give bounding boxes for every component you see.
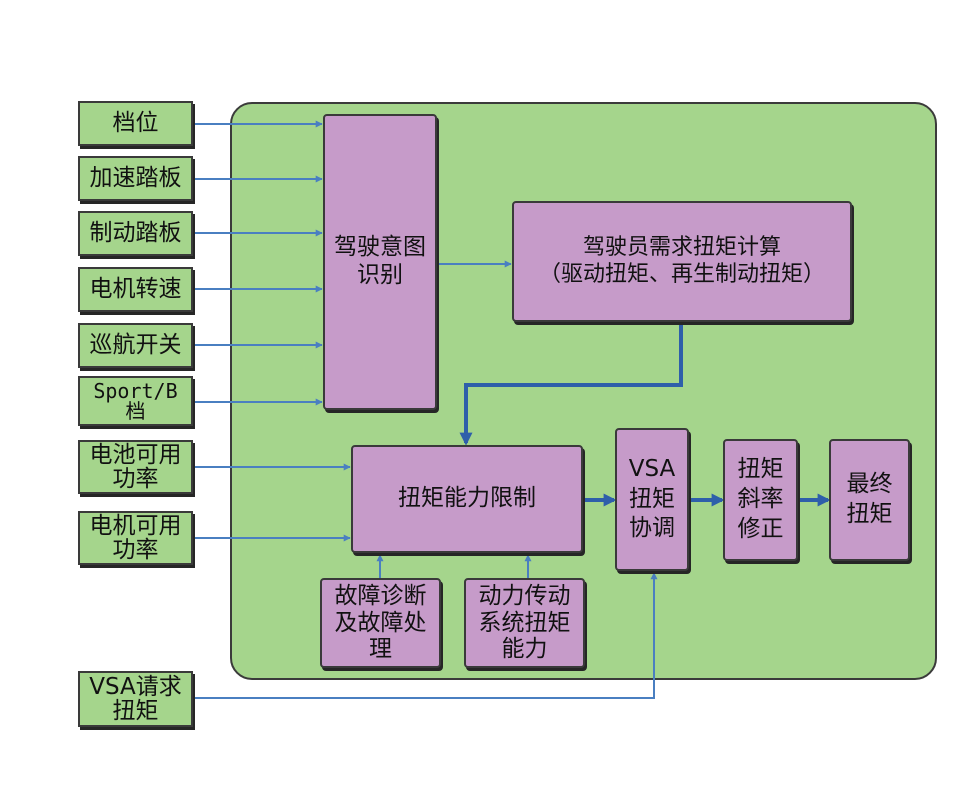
- input-cruise-switch: 巡航开关: [78, 323, 193, 368]
- block-torque-capability-limit: 扭矩能力限制: [351, 445, 583, 553]
- block-final-torque: 最终 扭矩: [829, 439, 910, 561]
- input-gear: 档位: [78, 101, 193, 146]
- input-brake-pedal: 制动踏板: [78, 211, 193, 256]
- block-driveline-torque-capability: 动力传动 系统扭矩 能力: [464, 578, 585, 668]
- block-driver-intent: 驾驶意图 识别: [323, 114, 437, 410]
- input-motor-available-power: 电机可用 功率: [78, 511, 193, 565]
- input-battery-available-power: 电池可用 功率: [78, 440, 193, 494]
- block-torque-slope-correction: 扭矩 斜率 修正: [723, 439, 798, 561]
- input-sport-b-gear: Sport/B 档: [78, 376, 193, 426]
- arrow-demand-to-limit: [459, 322, 683, 446]
- block-fault-diagnosis: 故障诊断 及故障处 理: [320, 578, 441, 668]
- block-vsa-torque-coordination: VSA 扭矩 协调: [615, 428, 689, 571]
- block-driver-demand-torque: 驾驶员需求扭矩计算 （驱动扭矩、再生制动扭矩）: [512, 201, 852, 322]
- input-motor-speed: 电机转速: [78, 267, 193, 312]
- input-vsa-request-torque: VSA请求 扭矩: [78, 671, 193, 727]
- arrow-vsa-request: [194, 572, 658, 699]
- input-accelerator-pedal: 加速踏板: [78, 156, 193, 201]
